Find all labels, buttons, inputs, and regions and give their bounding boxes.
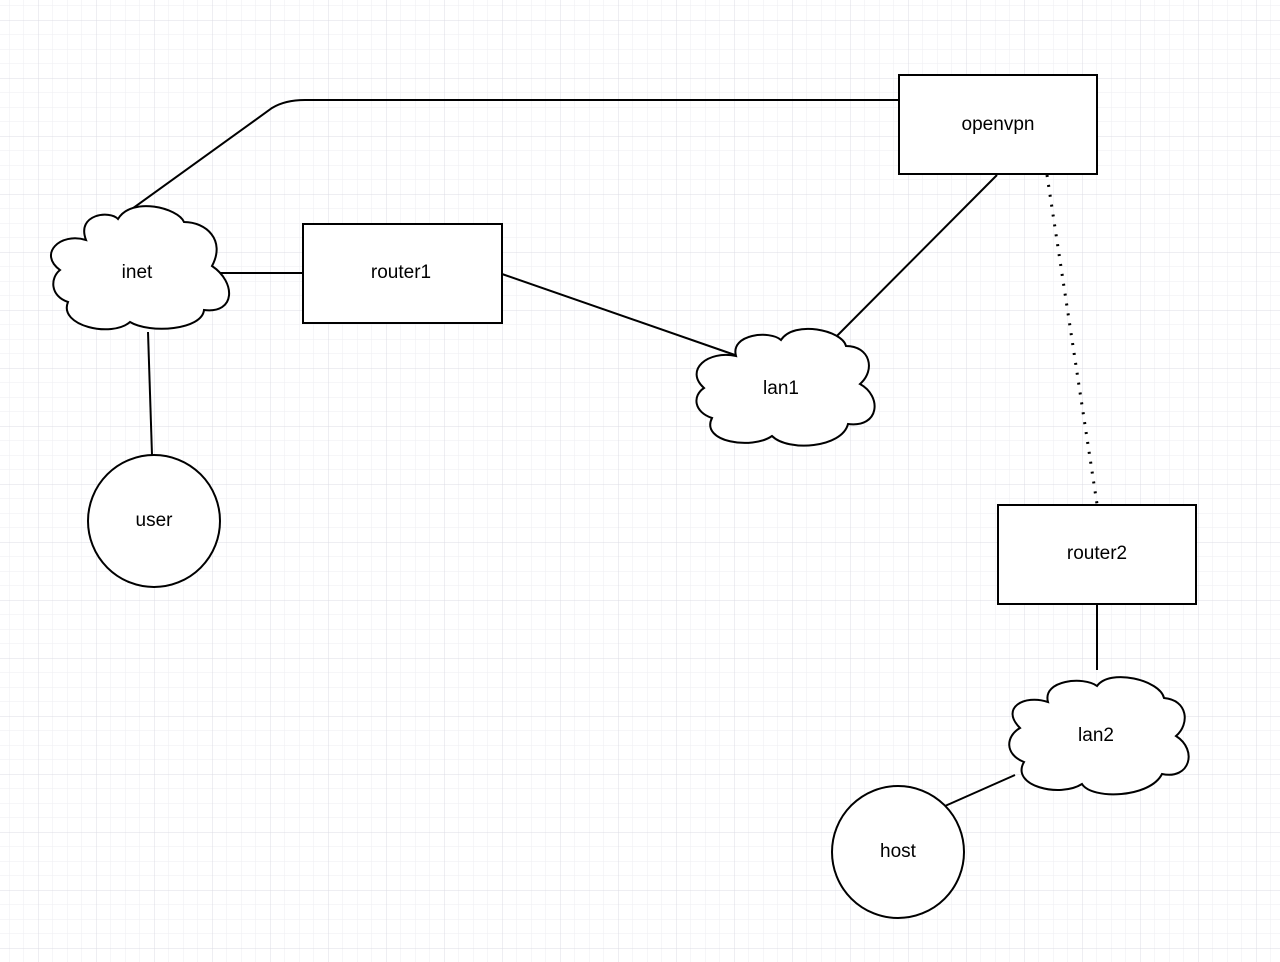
node-lan2[interactable]: lan2 — [1008, 676, 1190, 796]
edge-inet-openvpn[interactable] — [117, 99, 898, 220]
node-router1[interactable]: router1 — [302, 223, 503, 324]
edge-lan2-host[interactable] — [944, 774, 1016, 807]
edge-openvpn-lan1[interactable] — [816, 174, 998, 357]
inet-cloud-shape — [50, 205, 230, 331]
lan1-label: lan1 — [763, 378, 799, 399]
user-circle — [87, 454, 221, 588]
node-host[interactable]: host — [831, 785, 965, 919]
host-label: host — [880, 841, 917, 862]
edge-inet-user[interactable] — [147, 331, 153, 456]
edge-router1-lan1[interactable] — [501, 273, 736, 356]
openvpn-box — [898, 74, 1098, 175]
edges — [117, 99, 1099, 807]
inet-label: inet — [122, 262, 153, 283]
node-openvpn[interactable]: openvpn — [898, 74, 1098, 175]
router1-label: router1 — [371, 262, 431, 283]
router1-box — [302, 223, 503, 324]
router2-box — [997, 504, 1197, 605]
user-label: user — [136, 510, 174, 531]
openvpn-label: openvpn — [962, 114, 1035, 135]
node-inet[interactable]: inet — [50, 205, 230, 331]
node-user[interactable]: user — [87, 454, 221, 588]
lan2-label: lan2 — [1078, 725, 1114, 746]
lan2-cloud-shape — [1008, 676, 1190, 796]
host-circle — [831, 785, 965, 919]
node-lan1[interactable]: lan1 — [695, 327, 876, 447]
lan1-cloud-shape — [695, 327, 876, 447]
router2-label: router2 — [1067, 543, 1127, 564]
node-router2[interactable]: router2 — [997, 504, 1197, 605]
